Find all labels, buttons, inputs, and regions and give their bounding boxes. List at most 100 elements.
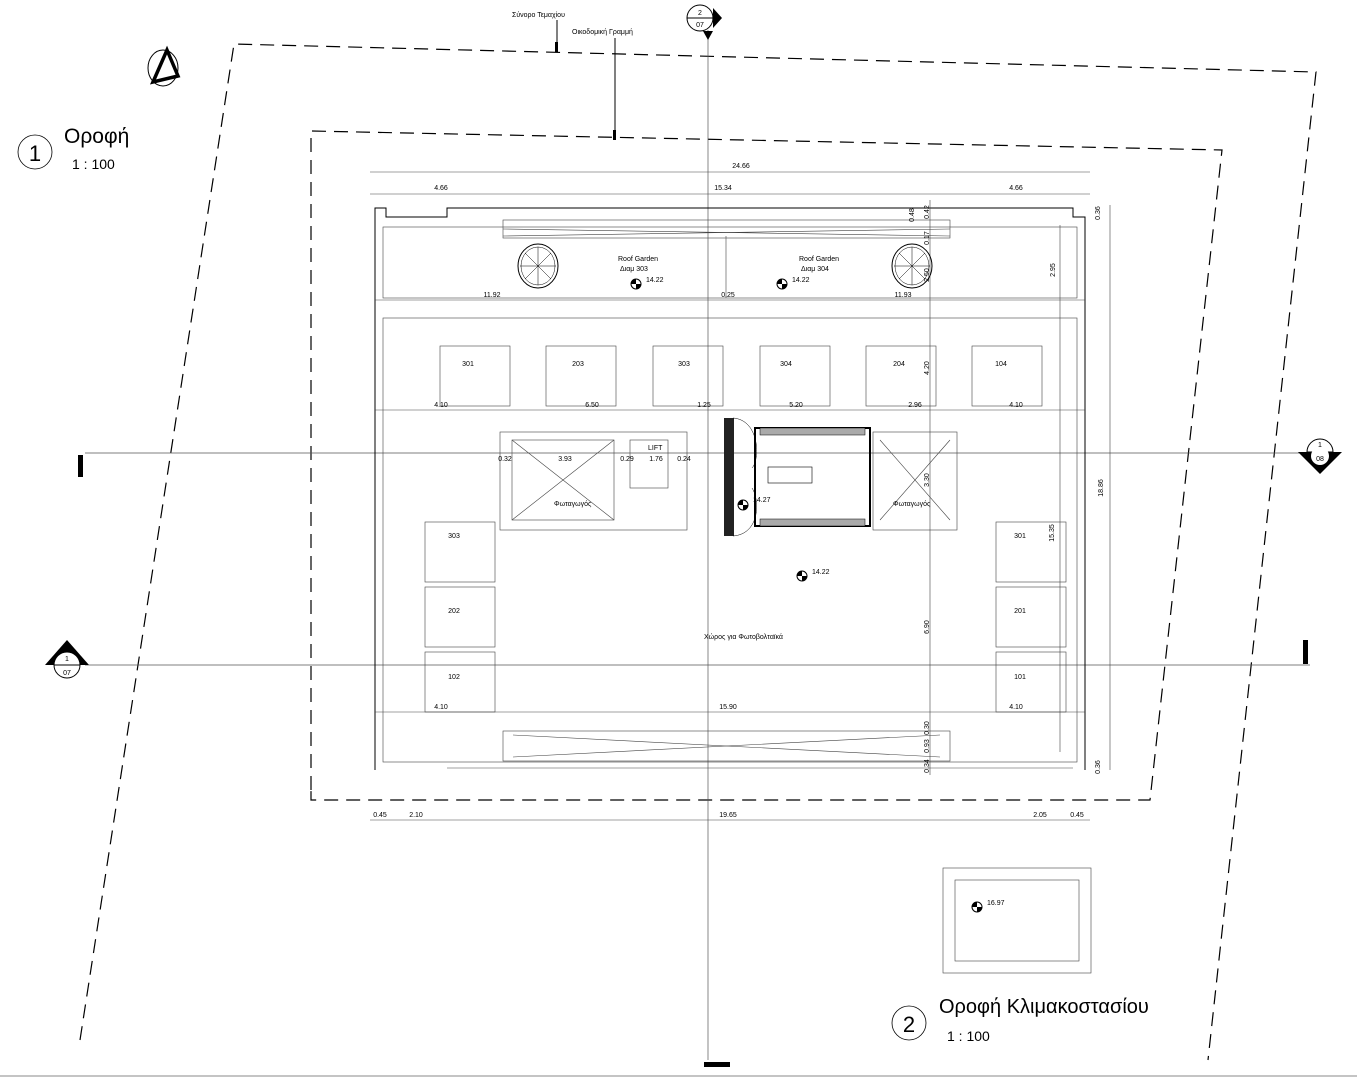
svg-text:07: 07 (63, 670, 71, 677)
svg-text:5.20: 5.20 (789, 402, 803, 409)
dimension-labels: 24.66 4.66 15.34 4.66 0.48 0.42 0.17 2.5… (373, 163, 1105, 819)
svg-text:0.45: 0.45 (373, 812, 387, 819)
dimension-lines (370, 171, 1090, 821)
view-title: Οροφή (64, 125, 129, 148)
room-label: Διαμ 304 (801, 266, 829, 273)
svg-text:2.05: 2.05 (1033, 812, 1047, 819)
svg-text:104: 104 (995, 361, 1007, 368)
svg-text:3.30: 3.30 (924, 473, 931, 487)
svg-text:2.50: 2.50 (924, 268, 931, 282)
room-label: Χώρος για Φωτοβολταϊκά (704, 633, 783, 641)
svg-text:0.42: 0.42 (924, 205, 931, 219)
level-marker-icon (737, 499, 749, 511)
svg-text:0.34: 0.34 (924, 759, 931, 773)
svg-text:11.93: 11.93 (895, 292, 912, 299)
spiral-stair-icon (891, 243, 933, 289)
svg-text:0.48: 0.48 (909, 208, 916, 222)
svg-text:4.10: 4.10 (1009, 704, 1023, 711)
level-marker-icon (971, 901, 983, 913)
light-well (872, 431, 958, 531)
svg-text:0.45: 0.45 (1070, 812, 1084, 819)
view-scale: 1 : 100 (72, 156, 115, 172)
room-label: Φωταγωγός (554, 500, 592, 508)
svg-text:0.17: 0.17 (924, 231, 931, 245)
level-value: 14.27 (753, 497, 771, 504)
svg-text:2: 2 (698, 10, 702, 17)
svg-text:1.76: 1.76 (649, 456, 663, 463)
svg-text:4.66: 4.66 (1009, 185, 1023, 192)
room-label: Φωταγωγός (893, 500, 931, 508)
svg-text:07: 07 (696, 22, 704, 29)
svg-text:15.34: 15.34 (714, 185, 732, 192)
svg-text:3.93: 3.93 (558, 456, 572, 463)
svg-text:204: 204 (893, 361, 905, 368)
room-label: Roof Garden (618, 256, 658, 263)
svg-text:0.32: 0.32 (498, 456, 512, 463)
svg-text:6.50: 6.50 (585, 402, 599, 409)
stair-roof-inner (954, 879, 1080, 962)
level-value: 14.22 (646, 277, 664, 284)
svg-text:18.86: 18.86 (1098, 479, 1105, 497)
svg-text:0.30: 0.30 (924, 721, 931, 735)
svg-text:1.25: 1.25 (697, 402, 711, 409)
svg-text:2.95: 2.95 (1050, 263, 1057, 277)
building-line (310, 130, 1223, 801)
stair-core (724, 417, 871, 537)
view-number: 1 (29, 141, 41, 166)
level-value: 14.22 (792, 277, 810, 284)
light-well (499, 431, 688, 531)
room-label: LIFT (648, 445, 663, 452)
section-end-mark (704, 1062, 730, 1067)
svg-text:24.66: 24.66 (732, 163, 750, 170)
building-outline (374, 200, 1111, 775)
section-marker: 1 07 (45, 640, 89, 679)
svg-text:4.10: 4.10 (434, 402, 448, 409)
svg-text:6.90: 6.90 (924, 620, 931, 634)
svg-text:19.65: 19.65 (719, 812, 737, 819)
svg-text:11.92: 11.92 (484, 292, 501, 299)
svg-text:0.36: 0.36 (1095, 206, 1102, 220)
section-marker: 1 08 (1298, 438, 1342, 474)
svg-text:0.24: 0.24 (677, 456, 691, 463)
level-marker-icon (796, 570, 808, 582)
svg-text:0.29: 0.29 (620, 456, 634, 463)
lift-shaft (629, 439, 669, 489)
svg-text:202: 202 (448, 608, 460, 615)
svg-text:2.10: 2.10 (409, 812, 423, 819)
svg-text:4.20: 4.20 (924, 361, 931, 375)
room-label: Roof Garden (799, 256, 839, 263)
view-title: Οροφή Κλιμακοστασίου (939, 996, 1149, 1018)
svg-text:4.10: 4.10 (434, 704, 448, 711)
north-arrow-icon (147, 45, 181, 87)
svg-text:0.93: 0.93 (924, 739, 931, 753)
boundary-tick (555, 42, 558, 52)
svg-text:4.10: 4.10 (1009, 402, 1023, 409)
svg-text:2.96: 2.96 (908, 402, 922, 409)
svg-text:301: 301 (1014, 533, 1026, 540)
spiral-stair-icon (517, 243, 559, 289)
level-value: 14.22 (812, 569, 830, 576)
room-label: Διαμ 303 (620, 266, 648, 273)
section-end-mark (1303, 640, 1308, 664)
section-marker: 2 07 (686, 4, 722, 40)
view-number-circle (891, 1005, 927, 1041)
svg-text:203: 203 (572, 361, 584, 368)
svg-text:303: 303 (448, 533, 460, 540)
svg-text:304: 304 (780, 361, 792, 368)
svg-text:1: 1 (65, 656, 69, 663)
note-boundary: Σύνορο Τεμαχίου (512, 11, 565, 19)
svg-text:0.25: 0.25 (721, 292, 735, 299)
svg-text:4.66: 4.66 (434, 185, 448, 192)
svg-text:0.36: 0.36 (1095, 760, 1102, 774)
section-end-mark (78, 455, 83, 477)
svg-text:1: 1 (1318, 442, 1322, 449)
svg-text:101: 101 (1014, 674, 1026, 681)
building-line-tick (613, 130, 616, 140)
svg-text:301: 301 (462, 361, 474, 368)
level-marker-icon (630, 278, 642, 290)
svg-text:201: 201 (1014, 608, 1026, 615)
unit-blocks (424, 345, 1067, 713)
note-building-line: Οικοδομική Γραμμή (572, 29, 633, 36)
